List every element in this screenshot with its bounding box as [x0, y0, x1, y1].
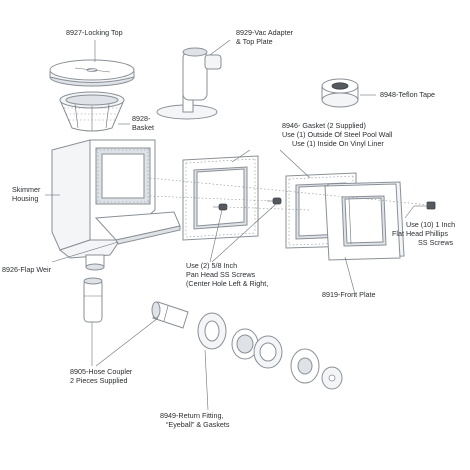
label-gasket-1: 8946- Gasket (2 Supplied) — [282, 121, 366, 130]
skimmer-housing-part — [51, 139, 156, 271]
front-plate-part — [324, 181, 405, 261]
label-skimmer-1: Skimmer — [12, 185, 41, 194]
label-teflon-tape: 8948-Teflon Tape — [380, 90, 435, 99]
leader-lines — [45, 39, 415, 411]
label-hose-coupler-2: 2 Pieces Supplied — [70, 376, 128, 385]
label-locking-top: 8927-Locking Top — [66, 28, 123, 37]
teflon-tape-part — [321, 78, 359, 108]
flap-weir-part — [94, 211, 181, 245]
label-vac-adapter-2: & Top Plate — [236, 37, 273, 46]
basket-part — [59, 91, 125, 132]
label-return-fitting-1: 8949-Return Fitting, — [160, 411, 224, 420]
vac-adapter-part — [156, 47, 222, 120]
hose-coupler-2-part — [151, 301, 189, 329]
label-vac-adapter-1: 8929-Vac Adapter — [236, 28, 294, 37]
label-pan-screws-1: Use (2) 5/8 Inch — [186, 261, 237, 270]
label-gasket-2: Use (1) Outside Of Steel Pool Wall — [282, 130, 393, 139]
label-hose-coupler-1: 8905-Hose Coupler — [70, 367, 133, 376]
return-fitting-part — [197, 312, 343, 390]
locking-top-part — [49, 59, 135, 87]
label-flat-screws-3: SS Screws — [418, 238, 454, 247]
gasket-inner-part — [182, 155, 259, 241]
flat-head-screw — [414, 201, 436, 210]
hose-coupler-1-part — [83, 277, 103, 323]
label-return-fitting-2: “Eyeball” & Gaskets — [166, 420, 230, 429]
label-basket-2: Basket — [132, 123, 154, 132]
alignment-lines — [149, 177, 431, 211]
label-basket-1: 8928- — [132, 114, 151, 123]
label-pan-screws-3: (Center Hole Left & Right, — [186, 279, 268, 288]
label-gasket-3: Use (1) Inside On Vinyl Liner — [292, 139, 384, 148]
label-flat-screws-2: Flat Head Phillips — [392, 229, 448, 238]
pan-head-screw-right — [267, 197, 282, 205]
label-flap-weir: 8926-Flap Weir — [2, 265, 52, 274]
label-skimmer-2: Housing — [12, 194, 38, 203]
label-front-plate: 8919-Front Plate — [322, 290, 376, 299]
label-flat-screws-1: Use (10) 1 Inch — [406, 220, 455, 229]
label-pan-screws-2: Pan Head SS Screws — [186, 270, 256, 279]
